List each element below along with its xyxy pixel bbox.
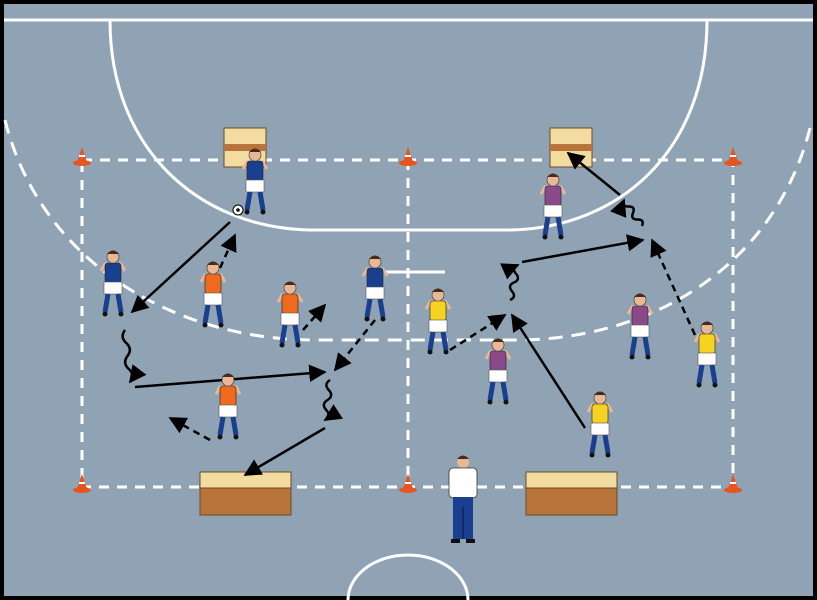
player-purple-bib bbox=[626, 293, 654, 360]
run-arrow bbox=[302, 303, 327, 331]
run-arrow bbox=[218, 233, 237, 269]
dribble-arrow bbox=[610, 198, 644, 227]
ball-icon bbox=[232, 204, 244, 216]
run-arrow bbox=[333, 319, 376, 372]
player-orange-bib bbox=[276, 281, 304, 348]
cone-icon bbox=[399, 147, 417, 166]
pass-arrow bbox=[130, 221, 231, 314]
dribble-arrow bbox=[322, 378, 343, 422]
goal-area-line bbox=[108, 19, 709, 232]
player-blue bbox=[232, 148, 269, 216]
pitch-surface bbox=[4, 4, 813, 596]
vaulting-box bbox=[525, 471, 618, 516]
cone-icon bbox=[724, 147, 742, 166]
court-lines bbox=[3, 18, 814, 600]
cone-icon bbox=[73, 474, 91, 493]
player-blue bbox=[361, 255, 389, 322]
mini-goal-box bbox=[549, 127, 593, 168]
player-orange-bib bbox=[199, 261, 227, 328]
pass-arrow bbox=[521, 234, 645, 264]
player-orange-bib bbox=[214, 373, 242, 440]
player-purple-bib bbox=[539, 173, 567, 240]
dribble-arrow bbox=[500, 263, 520, 302]
coach bbox=[448, 455, 478, 543]
player-yellow-bib bbox=[424, 288, 452, 355]
pass-arrow bbox=[243, 426, 326, 477]
player-yellow-bib bbox=[693, 321, 721, 388]
free-throw-line-dashed bbox=[3, 119, 814, 342]
center-circle bbox=[346, 553, 470, 600]
run-arrow bbox=[449, 313, 507, 352]
player-yellow-bib bbox=[586, 391, 614, 458]
player-blue bbox=[99, 250, 127, 317]
vaulting-box bbox=[199, 471, 292, 516]
player-purple-bib bbox=[484, 338, 512, 405]
cone-icon bbox=[399, 474, 417, 493]
cone-icon bbox=[724, 474, 742, 493]
pass-arrow bbox=[510, 313, 587, 429]
cone-icon bbox=[73, 147, 91, 166]
run-arrow bbox=[650, 238, 697, 336]
run-arrow bbox=[168, 416, 211, 442]
dribble-arrow bbox=[121, 329, 147, 384]
dribble-arrow bbox=[566, 151, 621, 196]
